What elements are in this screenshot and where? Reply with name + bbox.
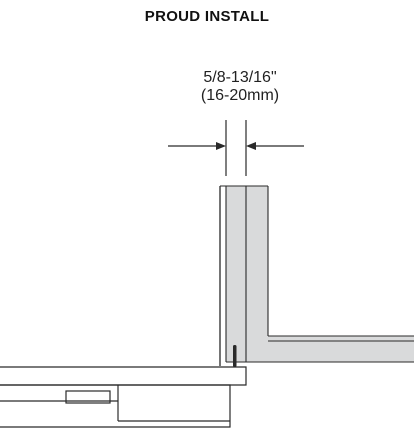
cabinet-side-panel (219, 185, 269, 366)
cabinet-shelf (268, 335, 414, 363)
latch-bracket (65, 390, 111, 404)
dimension-arrows (168, 142, 304, 150)
side-panel-fill (226, 186, 268, 362)
dimension-extension-lines (225, 120, 247, 176)
diagram-title: PROUD INSTALL (144, 8, 270, 25)
slab-lower-body (0, 384, 231, 428)
fastener-pin (233, 345, 237, 367)
countertop-slab (0, 366, 247, 428)
slab-outline (0, 366, 247, 386)
arrow-left-head (216, 142, 226, 150)
shelf-fill (268, 336, 414, 362)
dimension-label-imperial: 5/8-13/16" (203, 69, 277, 86)
dimension-label-metric: (16-20mm) (200, 87, 280, 104)
arrow-right-head (246, 142, 256, 150)
pin-body (233, 345, 237, 367)
